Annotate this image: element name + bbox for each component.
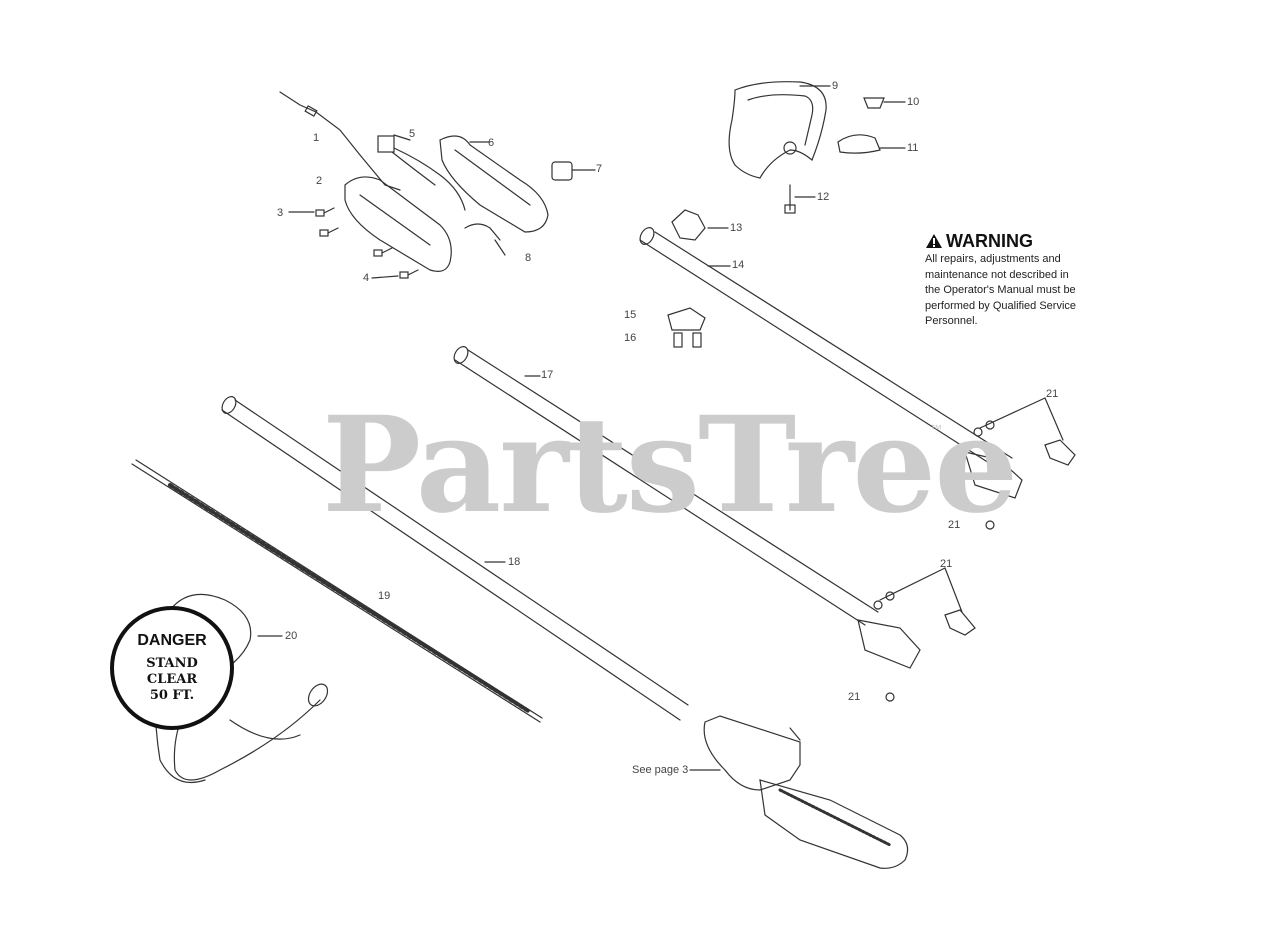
callout-12: 12 [817, 191, 830, 203]
callout-11: 11 [907, 142, 919, 154]
part-1-throttle-cable [279, 91, 401, 191]
part-18-lower-shaft [221, 396, 689, 721]
part-8-trigger [464, 223, 506, 256]
callout-7: 7 [596, 163, 603, 175]
callout-1: 1 [313, 132, 320, 144]
callout-21-upper-nut: 21 [948, 519, 961, 531]
part-10-clip [863, 97, 906, 109]
callout-2: 2 [316, 175, 323, 187]
callout-20: 20 [285, 630, 298, 642]
saw-head-assembly [689, 715, 909, 869]
callout-19: 19 [378, 590, 391, 602]
callout-15: 15 [624, 309, 637, 321]
callout-3: 3 [277, 207, 284, 219]
callout-10: 10 [907, 96, 920, 108]
part-4-screws [371, 247, 419, 279]
warning-body: All repairs, adjustments and maintenance… [925, 253, 1077, 327]
callout-21-lower-nut: 21 [848, 691, 861, 703]
part-2-handle-housing [344, 176, 452, 272]
danger-badge: DANGER STAND CLEAR 50 FT. [110, 606, 234, 730]
partstree-watermark: PartsTree [322, 388, 1018, 543]
danger-title: DANGER [137, 632, 207, 649]
callout-21-upper: 21 [1046, 388, 1059, 400]
callout-8: 8 [525, 252, 532, 264]
see-page-reference: See page 3 [632, 764, 689, 776]
part-12-bolt [784, 184, 816, 214]
part-16-screws [673, 332, 702, 348]
part-17-middle-shaft [453, 346, 921, 669]
part-6-handle-housing [439, 135, 549, 233]
part-15-clamp [667, 307, 706, 331]
callout-9: 9 [832, 80, 839, 92]
part-14-shaft-coupler [964, 451, 1023, 499]
danger-body: STAND CLEAR 50 FT. [146, 656, 198, 703]
part-3-screws [288, 207, 339, 237]
callout-6: 6 [488, 137, 495, 149]
callout-16: 16 [624, 332, 637, 344]
callout-21-lower: 21 [940, 558, 953, 570]
callout-13: 13 [730, 222, 743, 234]
trademark-symbol: ™ [930, 422, 942, 436]
part-21-hardware-upper [973, 397, 1076, 530]
callout-17: 17 [541, 369, 554, 381]
part-21-hardware-lower [873, 567, 976, 702]
part-14-upper-shaft [639, 227, 1013, 471]
warning-title: WARNING [946, 231, 1033, 251]
part-9-loop-handle [728, 81, 831, 179]
callout-4: 4 [363, 272, 370, 284]
warning-triangle-icon [926, 234, 942, 248]
part-19-drive-shaft [131, 459, 543, 723]
warning-notice: WARNING All repairs, adjustments and mai… [925, 232, 1125, 330]
part-7-switch [551, 161, 596, 181]
part-11-bracket [837, 134, 906, 154]
callout-18: 18 [508, 556, 521, 568]
callout-14: 14 [732, 259, 745, 271]
callout-5: 5 [409, 128, 416, 140]
part-13-knob [671, 209, 729, 241]
part-5-switch-wire [377, 134, 466, 211]
